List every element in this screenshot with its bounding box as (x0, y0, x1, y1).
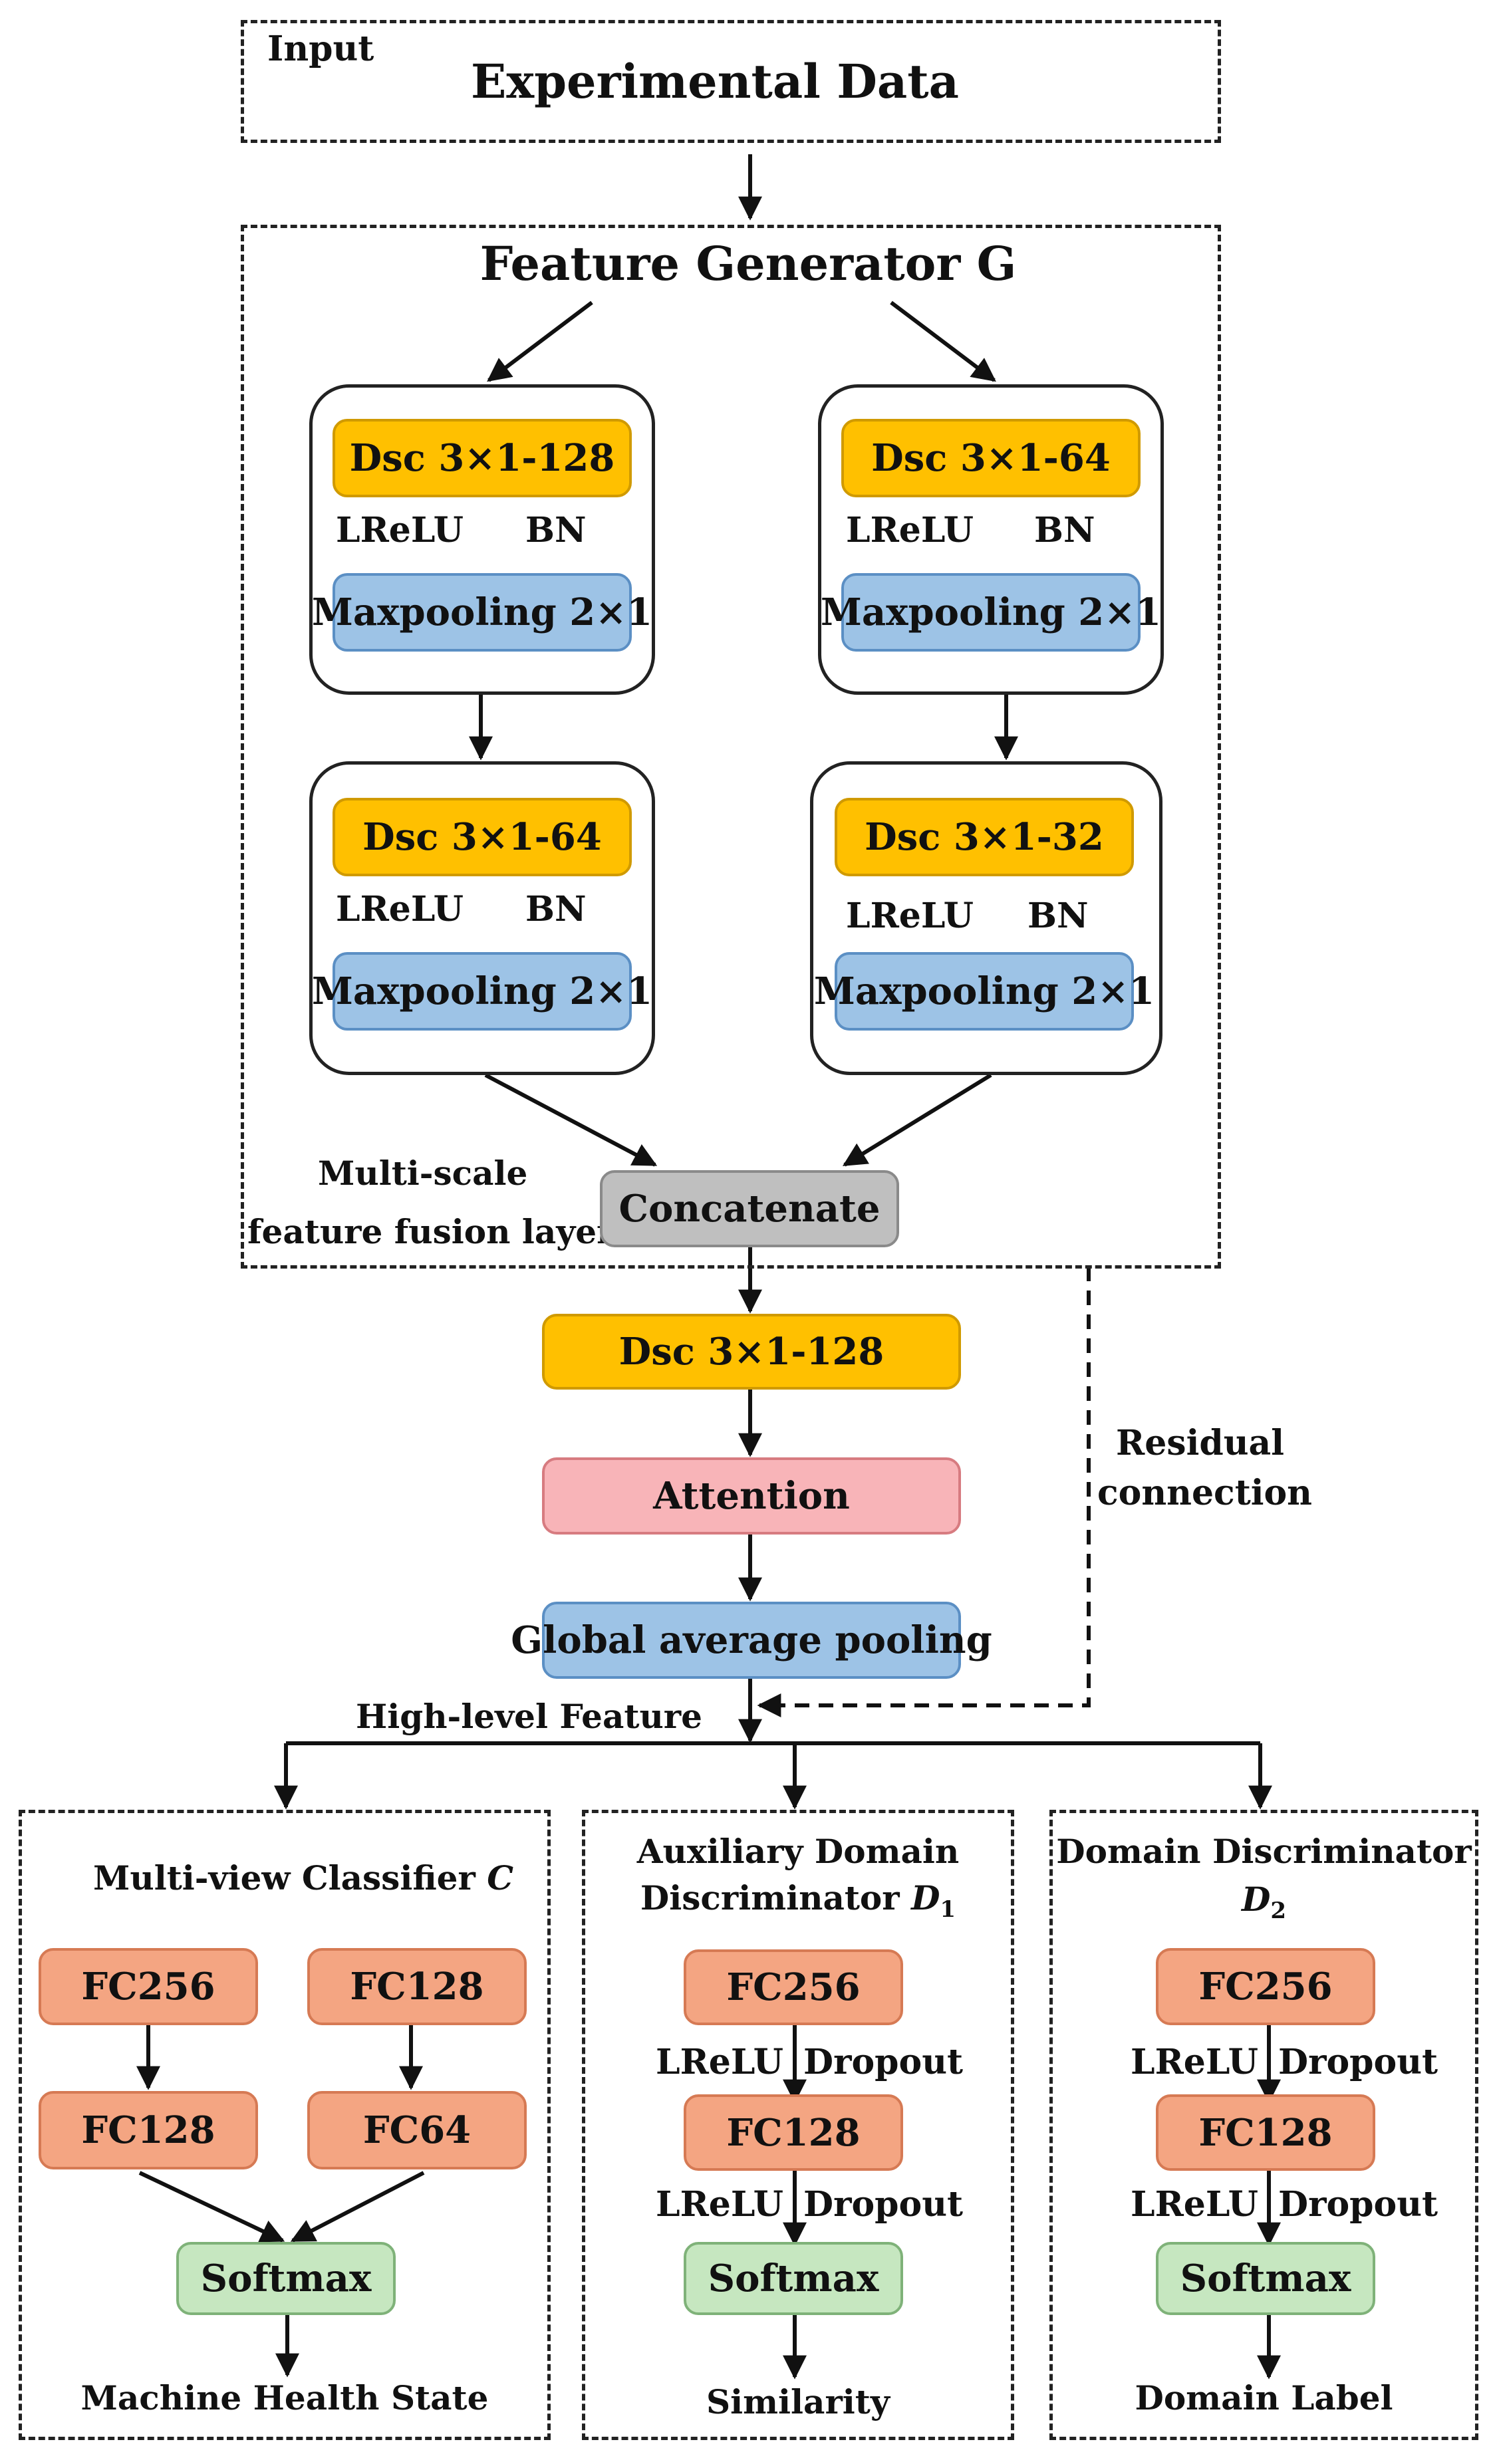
activation-label: LReLU (1131, 2184, 1258, 2225)
fusion-label-line-1: Multi-scale (318, 1154, 528, 1193)
dd-output: Domain Label (1135, 2378, 1393, 2417)
activation-label: LReLU (336, 889, 464, 929)
residual-connection-line (757, 1267, 1091, 1717)
conv-block: Dsc 3×1-32 (835, 798, 1134, 876)
dropout-label: Dropout (803, 2184, 964, 2225)
dd-title-line-2: D2 (1049, 1880, 1478, 1924)
activation-label: LReLU (656, 2042, 783, 2082)
softmax-block: Softmax (1156, 2242, 1375, 2315)
pool-block: Maxpooling 2×1 (312, 952, 652, 1031)
conv-block: Dsc 3×1-128 (333, 419, 632, 497)
global-average-pooling-block: Global average pooling (511, 1602, 992, 1679)
pool-block: Maxpooling 2×1 (814, 952, 1155, 1031)
norm-label: BN (1034, 510, 1095, 551)
dd-title-line-1: Domain Discriminator (1056, 1832, 1472, 1871)
conv-block: Dsc 3×1-64 (333, 798, 632, 876)
arrow-title-to-right-branch (890, 301, 996, 382)
norm-label: BN (525, 510, 587, 551)
fc-block: FC256 (684, 1949, 903, 2025)
input-tag: Input (267, 29, 374, 69)
conv-block-middle: Dsc 3×1-128 (542, 1314, 961, 1390)
residual-label-line-1: Residual (1116, 1423, 1284, 1463)
fc-block: FC64 (307, 2091, 527, 2169)
domain-discriminator-box (1049, 1810, 1478, 2440)
aux-symbol-subscript: 1 (940, 1896, 956, 1923)
arrow-left-to-concat (484, 1073, 658, 1167)
arrow-fc128-to-softmax (138, 2171, 285, 2243)
residual-label-line-2: connection (1097, 1473, 1312, 1513)
high-level-feature-label: High-level Feature (356, 1697, 702, 1736)
dropout-label: Dropout (803, 2042, 964, 2082)
aux-title-text: Discriminator (640, 1878, 900, 1917)
classifier-box (19, 1810, 551, 2440)
activation-label: LReLU (1131, 2042, 1258, 2082)
attention-block: Attention (542, 1457, 961, 1535)
aux-symbol: D (911, 1878, 940, 1917)
arrow-fc64-to-softmax (290, 2171, 425, 2243)
fusion-label-line-2: feature fusion layer (247, 1212, 614, 1251)
aux-title-line-2: Discriminator D1 (582, 1882, 1014, 1921)
aux-discriminator-box (582, 1810, 1014, 2440)
arrow-title-to-left-branch (487, 301, 593, 382)
activation-label: LReLU (846, 510, 974, 551)
classifier-symbol: C (487, 1858, 514, 1898)
norm-label: BN (525, 889, 587, 929)
norm-label: BN (1027, 896, 1089, 936)
fc-block: FC256 (39, 1948, 258, 2025)
classifier-title: Multi-view Classifier C (93, 1862, 513, 1895)
fc-block: FC128 (684, 2094, 903, 2171)
dd-symbol-subscript: 2 (1270, 1898, 1287, 1924)
input-title: Experimental Data (471, 54, 959, 109)
fc-block: FC128 (1156, 2094, 1375, 2171)
conv-block: Dsc 3×1-64 (841, 419, 1141, 497)
activation-label: LReLU (656, 2184, 783, 2225)
arrow-right-to-concat (842, 1073, 992, 1167)
generator-title: Feature Generator G (479, 236, 1017, 291)
classifier-output: Machine Health State (80, 2378, 489, 2417)
generator-box (241, 225, 1221, 1269)
concatenate-block: Concatenate (600, 1170, 899, 1247)
dd-symbol: D (1241, 1880, 1271, 1919)
aux-output: Similarity (706, 2382, 890, 2421)
dropout-label: Dropout (1278, 2042, 1438, 2082)
activation-label: LReLU (336, 510, 464, 551)
pool-block: Maxpooling 2×1 (312, 573, 652, 652)
dropout-label: Dropout (1278, 2184, 1438, 2225)
fc-block: FC128 (39, 2091, 258, 2169)
classifier-title-text: Multi-view Classifier (93, 1858, 476, 1898)
softmax-block: Softmax (684, 2242, 903, 2315)
fc-block: FC128 (307, 1948, 527, 2025)
pool-block: Maxpooling 2×1 (821, 573, 1161, 652)
fc-block: FC256 (1156, 1948, 1375, 2025)
input-box (241, 20, 1221, 143)
softmax-block: Softmax (176, 2242, 396, 2315)
aux-title-line-1: Auxiliary Domain (636, 1832, 960, 1871)
activation-label: LReLU (846, 896, 974, 936)
